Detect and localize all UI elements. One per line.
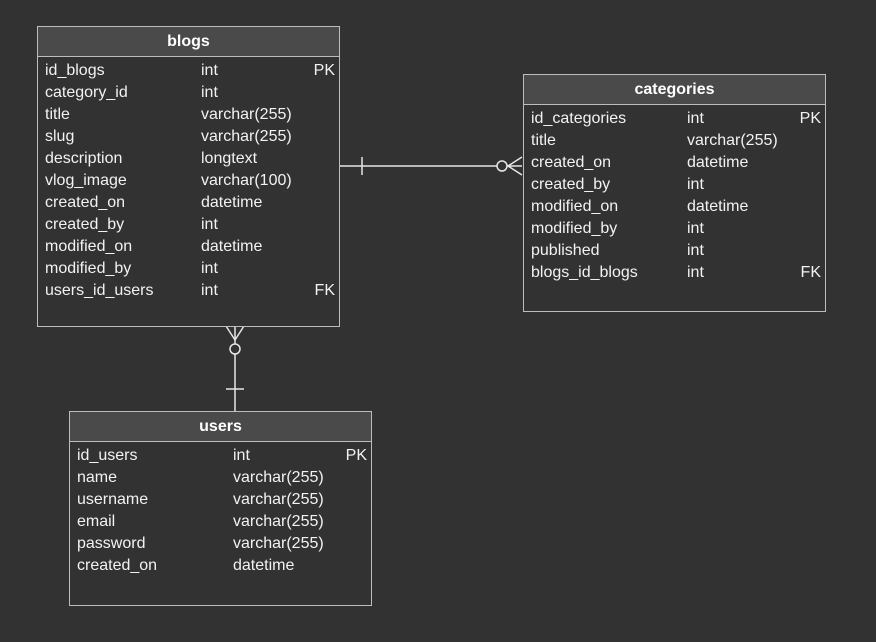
field-name: id_users <box>77 447 138 464</box>
field-type: datetime <box>201 194 263 211</box>
field-row: users_id_users int FK <box>38 280 339 302</box>
field-type: varchar(255) <box>233 513 324 530</box>
field-type: varchar(255) <box>201 128 292 145</box>
field-name: email <box>77 513 116 530</box>
field-row: vlog_image varchar(100) <box>38 170 339 192</box>
field-type: varchar(255) <box>201 106 292 123</box>
field-row: username varchar(255) <box>70 489 371 511</box>
field-name: username <box>77 491 149 508</box>
field-key: FK <box>800 264 821 281</box>
field-row: created_on datetime <box>38 192 339 214</box>
field-name: category_id <box>45 84 128 101</box>
relationship-blogs-categories[interactable] <box>340 156 523 176</box>
field-row: modified_by int <box>524 218 825 240</box>
field-key: PK <box>799 110 821 127</box>
field-name: published <box>531 242 600 259</box>
field-row: id_categories int PK <box>524 108 825 130</box>
field-type: int <box>233 447 250 464</box>
field-type: int <box>687 176 704 193</box>
field-row: category_id int <box>38 82 339 104</box>
entity-users[interactable]: users id_users int PK name varchar(255) … <box>69 411 372 606</box>
field-key: PK <box>345 447 367 464</box>
field-name: name <box>77 469 118 486</box>
field-row: title varchar(255) <box>38 104 339 126</box>
crow-foot-left <box>225 325 236 341</box>
field-row: created_by int <box>524 174 825 196</box>
entity-title: categories <box>524 75 825 105</box>
field-name: password <box>77 535 146 552</box>
field-name: created_on <box>531 154 612 171</box>
field-type: varchar(255) <box>233 469 324 486</box>
field-key: PK <box>313 62 335 79</box>
field-row: created_on datetime <box>524 152 825 174</box>
field-type: varchar(255) <box>687 132 778 149</box>
field-type: varchar(255) <box>233 535 324 552</box>
field-name: created_by <box>45 216 125 233</box>
field-name: modified_on <box>45 238 133 255</box>
field-type: varchar(255) <box>233 491 324 508</box>
entity-title: users <box>70 412 371 442</box>
field-row: name varchar(255) <box>70 467 371 489</box>
field-type: int <box>201 62 218 79</box>
crow-foot-right <box>234 325 245 341</box>
entity-fields: id_users int PK name varchar(255) userna… <box>70 442 371 577</box>
field-row: blogs_id_blogs int FK <box>524 262 825 284</box>
field-name: modified_on <box>531 198 619 215</box>
field-type: varchar(100) <box>201 172 292 189</box>
field-row: created_by int <box>38 214 339 236</box>
relationship-users-blogs[interactable] <box>225 325 245 411</box>
field-type: int <box>201 84 218 101</box>
field-type: datetime <box>201 238 263 255</box>
field-type: int <box>201 260 218 277</box>
field-name: modified_by <box>45 260 132 277</box>
field-type: int <box>687 110 704 127</box>
field-row: modified_on datetime <box>38 236 339 258</box>
field-row: modified_by int <box>38 258 339 280</box>
field-name: created_by <box>531 176 611 193</box>
field-row: email varchar(255) <box>70 511 371 533</box>
field-row: created_on datetime <box>70 555 371 577</box>
field-type: int <box>687 264 704 281</box>
entity-categories[interactable]: categories id_categories int PK title va… <box>523 74 826 312</box>
field-name: modified_by <box>531 220 618 237</box>
field-row: id_blogs int PK <box>38 60 339 82</box>
field-row: published int <box>524 240 825 262</box>
field-name: description <box>45 150 123 167</box>
field-name: title <box>531 132 556 149</box>
field-row: id_users int PK <box>70 445 371 467</box>
entity-fields: id_categories int PK title varchar(255) … <box>524 105 825 284</box>
field-type: longtext <box>201 150 258 167</box>
field-name: id_categories <box>531 110 627 127</box>
crow-foot-lower <box>507 165 523 176</box>
entity-fields: id_blogs int PK category_id int title va… <box>38 57 339 302</box>
field-row: title varchar(255) <box>524 130 825 152</box>
field-name: title <box>45 106 70 123</box>
entity-title: blogs <box>38 27 339 57</box>
entity-blogs[interactable]: blogs id_blogs int PK category_id int ti… <box>37 26 340 327</box>
field-name: created_on <box>77 557 158 574</box>
field-type: int <box>201 282 218 299</box>
field-row: modified_on datetime <box>524 196 825 218</box>
field-name: vlog_image <box>45 172 127 189</box>
field-type: int <box>687 242 704 259</box>
field-type: datetime <box>687 198 749 215</box>
field-name: created_on <box>45 194 126 211</box>
field-row: password varchar(255) <box>70 533 371 555</box>
field-row: description longtext <box>38 148 339 170</box>
field-name: slug <box>45 128 75 145</box>
field-type: int <box>687 220 704 237</box>
zero-marker <box>229 343 241 355</box>
crow-foot-upper <box>507 156 523 167</box>
field-name: id_blogs <box>45 62 105 79</box>
field-type: int <box>201 216 218 233</box>
field-name: users_id_users <box>45 282 154 299</box>
field-row: slug varchar(255) <box>38 126 339 148</box>
field-type: datetime <box>687 154 749 171</box>
field-name: blogs_id_blogs <box>531 264 638 281</box>
zero-marker <box>496 160 508 172</box>
field-key: FK <box>314 282 335 299</box>
field-type: datetime <box>233 557 295 574</box>
